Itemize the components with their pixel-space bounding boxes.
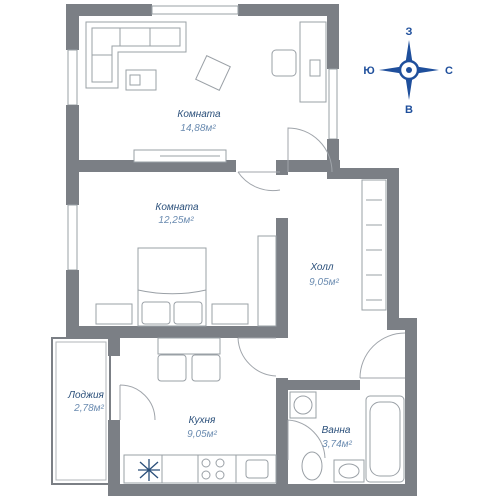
compass-left-label: Ю <box>363 65 374 77</box>
room1-furniture <box>85 21 327 163</box>
bath-furniture <box>289 391 405 483</box>
hall-area: 9,05м² <box>309 277 339 288</box>
loggia-name: Лоджия <box>67 390 104 401</box>
loggia-area: 2,78м² <box>73 403 104 414</box>
room2-furniture <box>95 235 277 327</box>
hall-name: Холл <box>309 262 333 273</box>
bath-area: 3,74м² <box>322 439 352 450</box>
walls <box>51 4 417 496</box>
room1-name: Комната <box>177 109 221 120</box>
kitchen-name: Кухня <box>189 415 216 426</box>
snowflake-icon <box>138 459 160 481</box>
doors <box>119 127 406 460</box>
room2-name: Комната <box>155 202 199 213</box>
room2-area: 12,25м² <box>158 215 194 226</box>
kitchen-area: 9,05м² <box>187 429 217 440</box>
compass-bottom-label: В <box>405 104 413 116</box>
room1-area: 14,88м² <box>180 123 216 134</box>
kitchen-furniture <box>123 337 277 484</box>
bath-name: Ванна <box>322 425 351 436</box>
hall-furniture <box>361 179 387 311</box>
compass-top-label: З <box>406 26 413 38</box>
compass-right-label: С <box>445 65 453 77</box>
compass-rose-icon <box>379 40 439 100</box>
